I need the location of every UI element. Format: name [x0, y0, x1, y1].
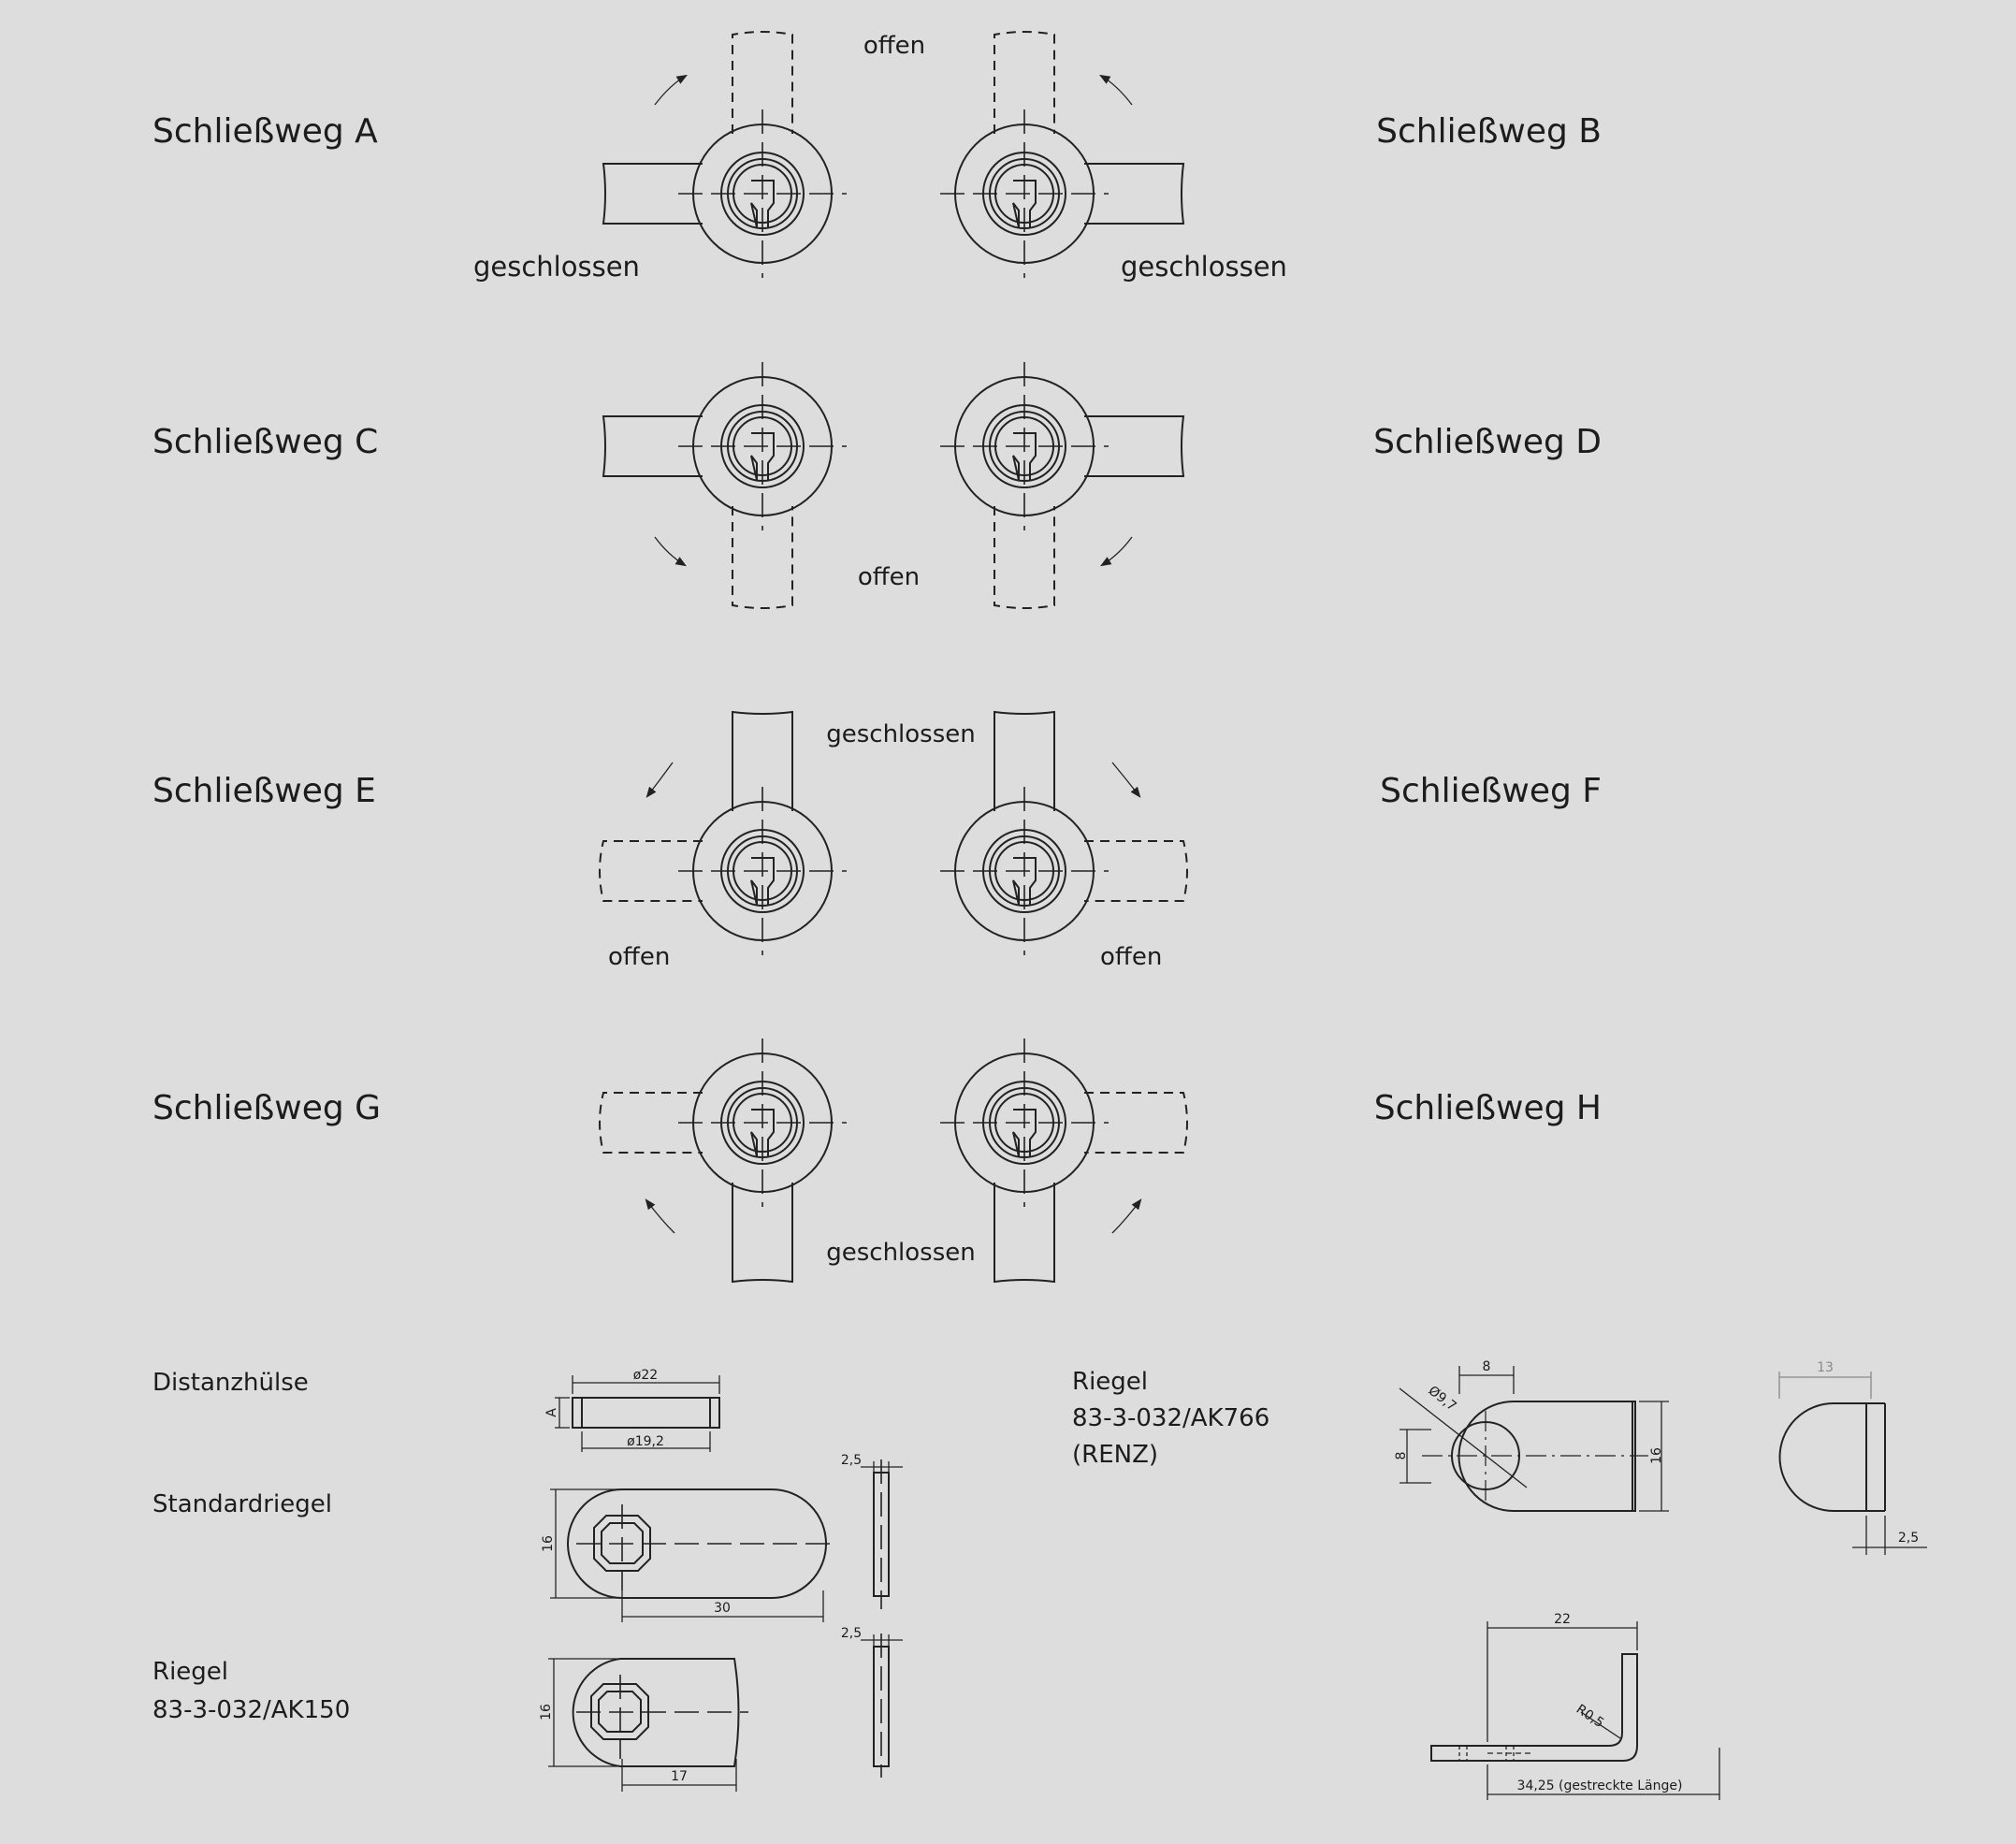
dim-16-ak150: 16: [539, 1704, 554, 1721]
state-geschlossen-b: geschlossen: [1121, 251, 1287, 283]
label-schliessweg-d: Schließweg D: [1373, 423, 1602, 461]
dim-30: 30: [714, 1601, 731, 1616]
drawing-ak766-bent: 22 R0,5 34,25 (gestreckte Länge): [1430, 1612, 1720, 1800]
rotation-arrow-a: [654, 74, 689, 106]
lock-schliessweg-h: [939, 1038, 1188, 1283]
dim-d9-7: Ø9,7: [1426, 1384, 1459, 1415]
lock-schliessweg-b: [939, 31, 1184, 279]
rotation-arrow-h: [1111, 1198, 1142, 1234]
drawing-standardriegel: 16 30 2,5: [541, 1453, 903, 1622]
label-ak766-line3: (RENZ): [1072, 1441, 1158, 1469]
lock-schliessweg-g: [599, 1038, 848, 1283]
lock-schliessweg-f: [939, 711, 1188, 956]
rotation-arrow-d: [1100, 536, 1133, 567]
dim-8-top: 8: [1483, 1359, 1491, 1374]
dim-2-5-ak150: 2,5: [841, 1626, 862, 1641]
label-schliessweg-g: Schließweg G: [152, 1089, 381, 1127]
state-offen-ab: offen: [863, 32, 925, 60]
dim-2-5-std: 2,5: [841, 1453, 862, 1468]
label-ak766-line1: Riegel: [1072, 1368, 1148, 1396]
rotation-arrow-c: [654, 536, 687, 567]
dim-8-left: 8: [1394, 1452, 1409, 1460]
drawing-ak766-top: Ø9,7 8 8 16: [1394, 1359, 1669, 1512]
drawing-ak150: 16 17 2,5: [539, 1626, 903, 1792]
state-geschlossen-a: geschlossen: [473, 251, 640, 283]
dim-d19-2: ø19,2: [627, 1434, 664, 1449]
lock-schliessweg-d: [939, 361, 1184, 609]
state-offen-cd: offen: [858, 563, 920, 591]
label-ak150-line1: Riegel: [152, 1658, 228, 1686]
label-distanzhuelse: Distanzhülse: [152, 1369, 309, 1397]
dim-17: 17: [671, 1769, 688, 1784]
dim-22: 22: [1554, 1612, 1571, 1627]
dim-a: A: [544, 1408, 559, 1417]
dim-16-std: 16: [541, 1535, 556, 1552]
dim-r0-5: R0,5: [1574, 1702, 1606, 1731]
label-schliessweg-a: Schließweg A: [152, 112, 378, 151]
dim-d22: ø22: [633, 1368, 658, 1383]
state-offen-f: offen: [1100, 943, 1162, 971]
label-schliessweg-b: Schließweg B: [1376, 112, 1602, 151]
dim-13-grey: 13: [1817, 1360, 1834, 1375]
state-offen-e: offen: [608, 943, 670, 971]
label-schliessweg-e: Schließweg E: [152, 772, 376, 810]
label-schliessweg-c: Schließweg C: [152, 423, 378, 461]
rotation-arrow-e: [645, 762, 674, 798]
rotation-arrow-f: [1111, 762, 1141, 798]
lock-schliessweg-a: [602, 31, 848, 279]
lock-schliessweg-c: [602, 361, 848, 609]
label-ak150-line2: 83-3-032/AK150: [152, 1696, 350, 1724]
lock-schliessweg-e: [599, 711, 848, 956]
state-geschlossen-gh: geschlossen: [826, 1239, 976, 1267]
dim-2-5-side: 2,5: [1898, 1531, 1919, 1546]
label-standardriegel: Standardriegel: [152, 1490, 332, 1518]
label-schliessweg-f: Schließweg F: [1380, 772, 1602, 810]
drawing-distanzhuelse: ø22 ø19,2 A: [544, 1368, 720, 1452]
state-geschlossen-ef: geschlossen: [826, 720, 976, 748]
rotation-arrow-b: [1098, 74, 1133, 106]
label-ak766-line2: 83-3-032/AK766: [1072, 1404, 1269, 1432]
dim-34-25: 34,25 (gestreckte Länge): [1517, 1779, 1683, 1793]
rotation-arrow-g: [645, 1198, 675, 1234]
dim-16-right: 16: [1649, 1447, 1664, 1464]
label-schliessweg-h: Schließweg H: [1374, 1089, 1602, 1127]
drawing-ak766-side: 13 2,5: [1778, 1360, 1927, 1555]
